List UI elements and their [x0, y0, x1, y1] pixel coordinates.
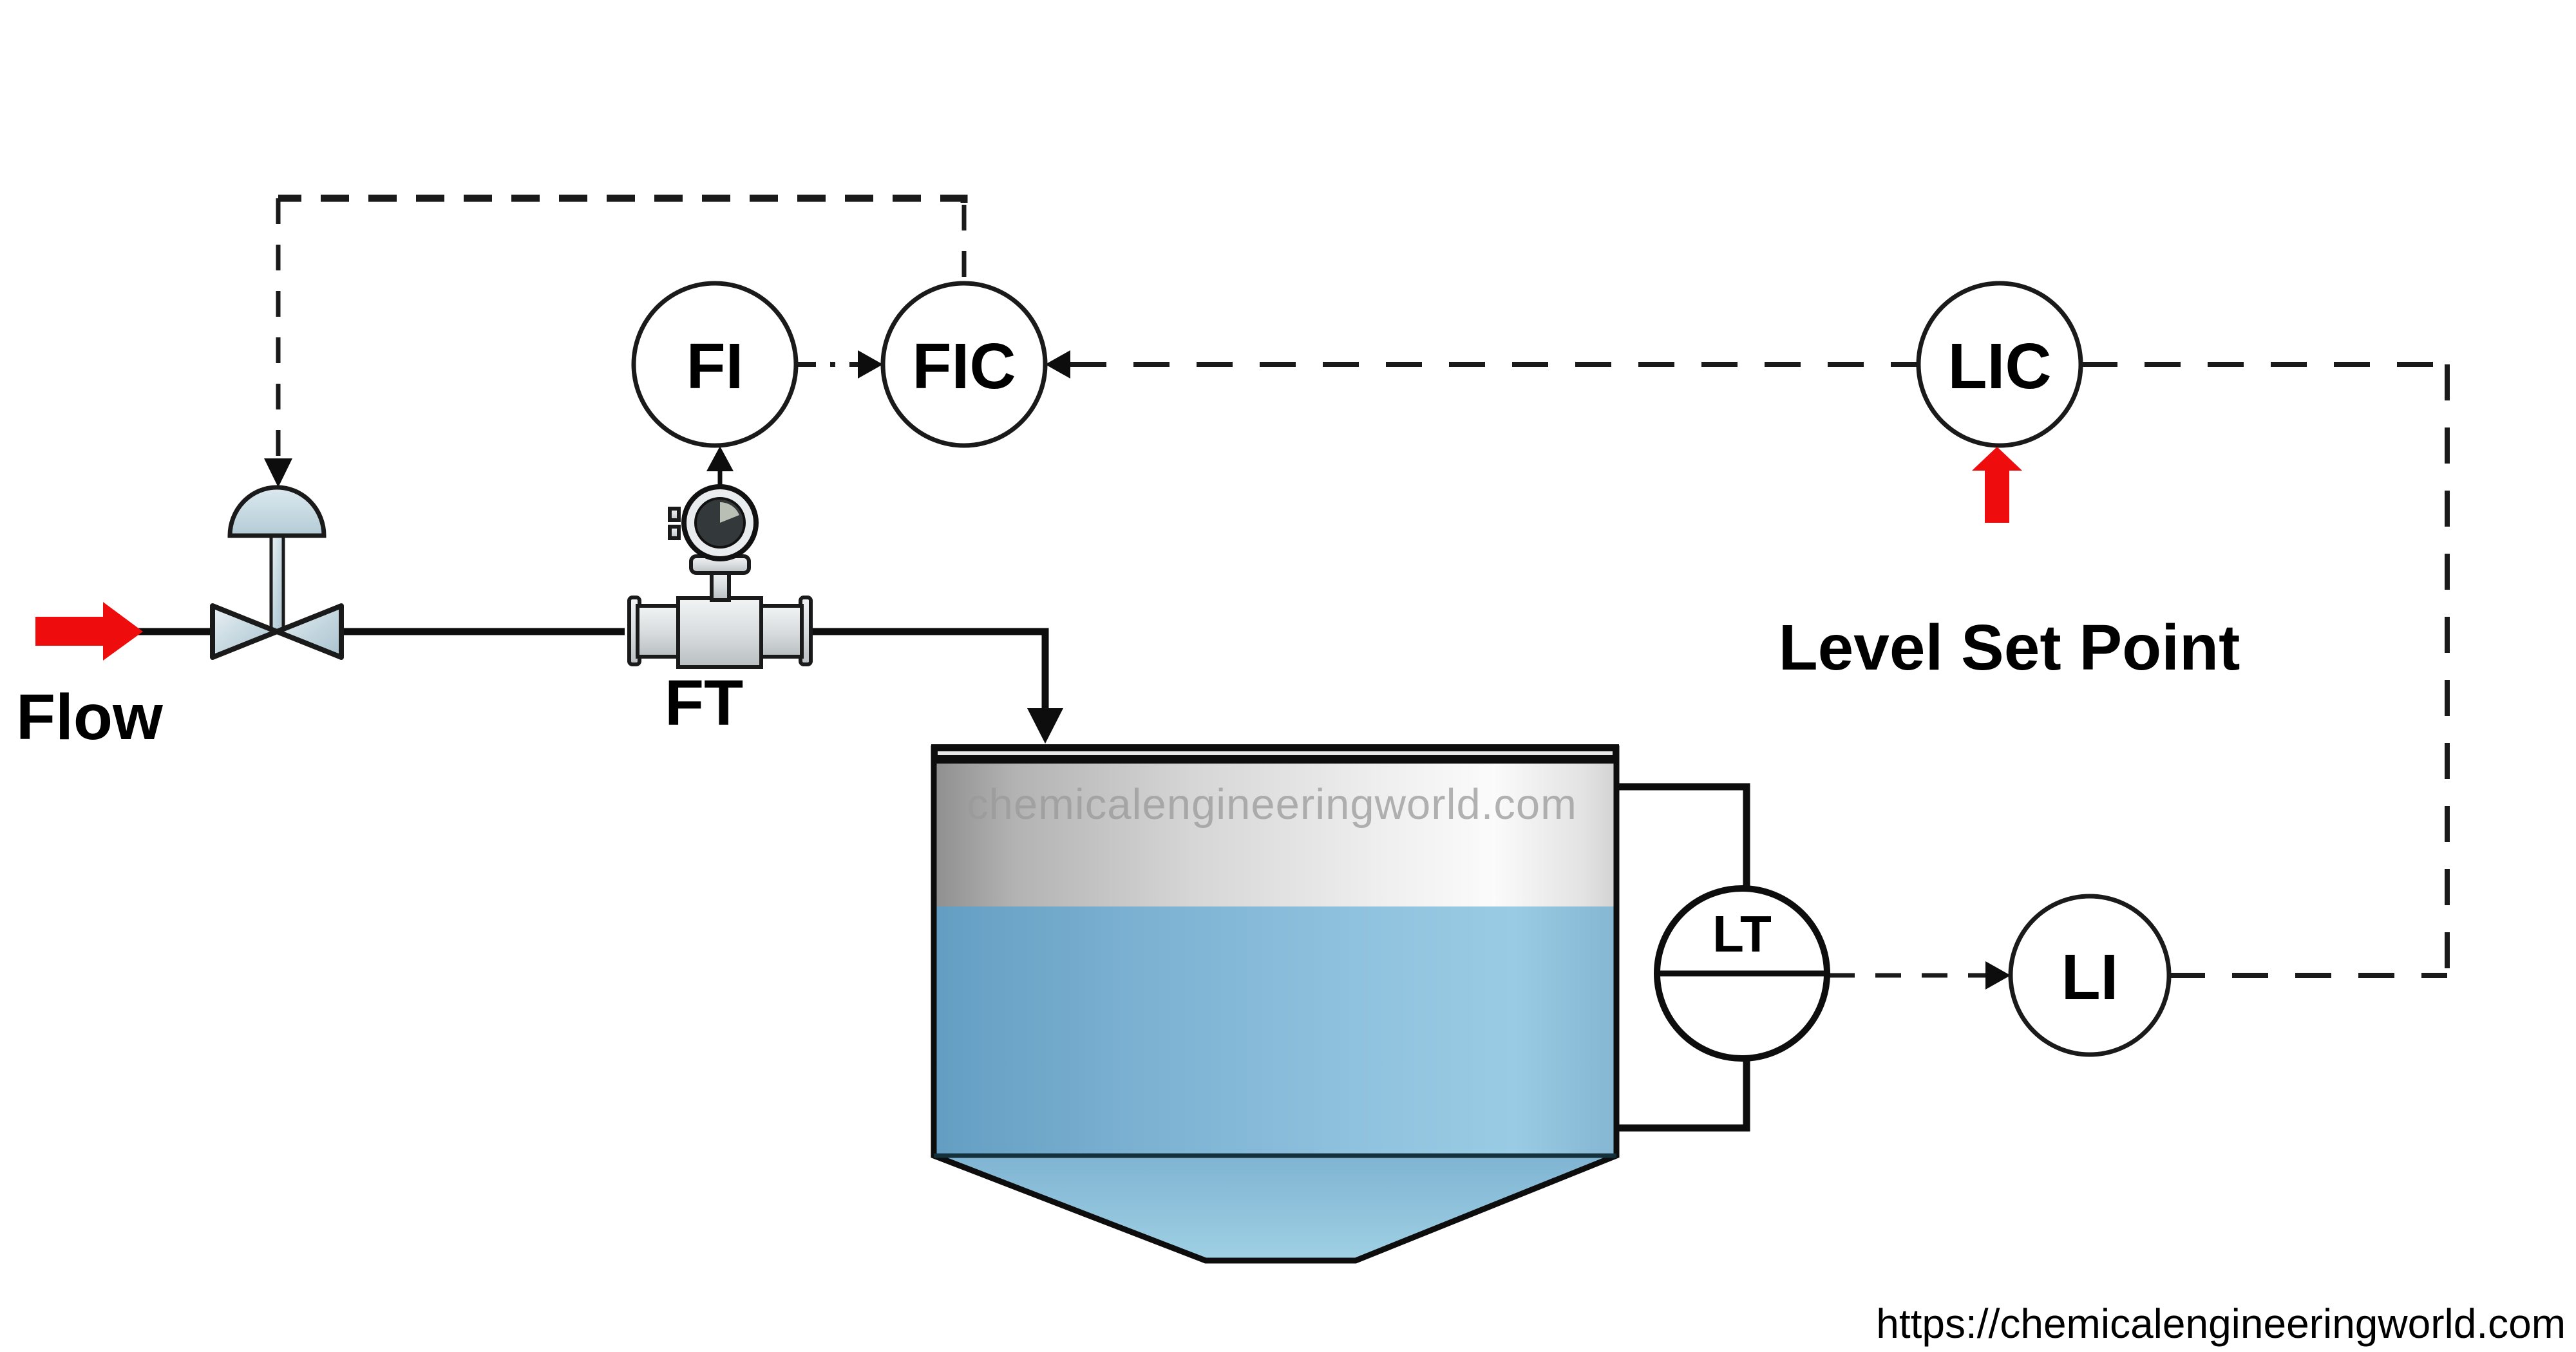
valve-signal-arrowhead	[264, 458, 292, 487]
flowmeter-display-gauge	[720, 502, 739, 523]
lt-label: LT	[1712, 905, 1772, 962]
fic-to-valve-signal-line	[278, 194, 968, 203]
inlet-pipe-segment-3	[805, 628, 1049, 709]
lic-label: LIC	[1947, 330, 2051, 402]
level-transmitter-bubble: LT	[1654, 885, 1830, 1062]
flow-label: Flow	[16, 681, 163, 753]
ft-to-fi-arrowhead	[706, 446, 734, 471]
level-controller-bubble: LIC	[1916, 281, 2083, 448]
lic-to-fic-arrowhead	[1045, 350, 1070, 379]
tank-rim-highlight	[938, 751, 1613, 755]
level-transmitter-tap-lines	[1616, 783, 1750, 1132]
level-set-point-arrow	[1972, 447, 2022, 523]
control-valve	[210, 485, 344, 660]
ft-label: FT	[665, 667, 743, 739]
tank-cone	[934, 1156, 1616, 1261]
flow-transmitter-icon	[627, 484, 813, 669]
valve-body-left	[210, 603, 279, 660]
storage-tank: chemicalengineeringworld.com	[931, 744, 1620, 1264]
valve-body-right	[274, 603, 344, 660]
tank-shell	[934, 762, 1616, 910]
lt-to-li-arrowhead	[1985, 961, 2011, 990]
li-label: LI	[2061, 941, 2119, 1013]
footer-url: https://chemicalengineeringworld.com	[1876, 1300, 2566, 1347]
valve-actuator-dome-icon	[227, 485, 327, 538]
fic-label: FIC	[912, 330, 1016, 402]
level-indicator-bubble: LI	[2008, 894, 2172, 1057]
flow-indicator-bubble: FI	[631, 281, 799, 448]
fi-label: FI	[687, 330, 744, 402]
tank-outline	[931, 746, 1620, 1264]
flow-arrow	[35, 602, 143, 661]
tank-watermark: chemicalengineeringworld.com	[967, 780, 1577, 829]
level-set-point-label: Level Set Point	[1779, 612, 2240, 684]
valve-stem	[269, 534, 285, 634]
tank-liquid	[934, 906, 1616, 1158]
tank-inlet-arrowhead	[1027, 708, 1063, 744]
fi-to-fic-arrowhead	[858, 350, 883, 379]
flow-controller-bubble: FIC	[880, 281, 1048, 448]
